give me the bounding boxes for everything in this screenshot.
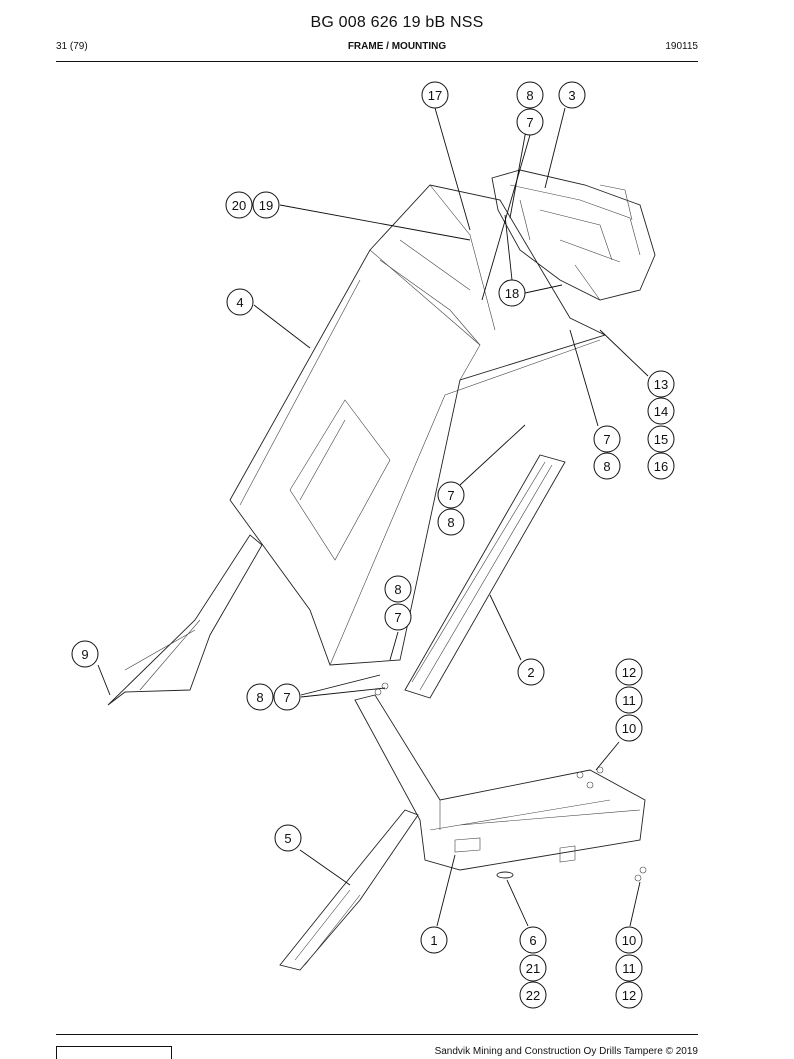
callout-6: 6 (519, 926, 547, 954)
callout-8: 8 (384, 575, 412, 603)
callout-12: 12 (615, 981, 643, 1009)
callout-label: 8 (526, 88, 533, 103)
callout-7: 7 (384, 603, 412, 631)
callout-14: 14 (647, 397, 675, 425)
page-number: 31 (79) (56, 41, 88, 52)
callout-label: 19 (259, 198, 273, 213)
callout-7: 7 (516, 108, 544, 136)
callout-label: 12 (622, 665, 636, 680)
callout-label: 11 (622, 693, 636, 708)
callout-label: 18 (505, 286, 519, 301)
callout-label: 17 (428, 88, 442, 103)
part-2-rail (404, 454, 566, 699)
callout-label: 7 (526, 115, 533, 130)
section-title: FRAME / MOUNTING (347, 41, 447, 52)
callout-7: 7 (273, 683, 301, 711)
callout-8: 8 (593, 452, 621, 480)
callout-19: 19 (252, 191, 280, 219)
callout-10: 10 (615, 714, 643, 742)
callout-11: 11 (615, 954, 643, 982)
callout-label: 7 (283, 690, 290, 705)
callout-10: 10 (615, 926, 643, 954)
callout-11: 11 (615, 686, 643, 714)
callout-label: 7 (447, 488, 454, 503)
callout-label: 12 (622, 988, 636, 1003)
callout-5: 5 (274, 824, 302, 852)
callout-8: 8 (246, 683, 274, 711)
callout-16: 16 (647, 452, 675, 480)
callout-label: 22 (526, 988, 540, 1003)
callout-8: 8 (437, 508, 465, 536)
callout-8: 8 (516, 81, 544, 109)
part-9-arm (107, 534, 263, 706)
callout-label: 6 (529, 933, 536, 948)
callout-15: 15 (647, 425, 675, 453)
callout-label: 9 (81, 647, 88, 662)
callout-3: 3 (558, 81, 586, 109)
copyright-text: Sandvik Mining and Construction Oy Drill… (434, 1046, 698, 1057)
callout-label: 16 (654, 459, 668, 474)
callout-20: 20 (225, 191, 253, 219)
callout-12: 12 (615, 658, 643, 686)
part-fasteners (374, 682, 647, 882)
callout-13: 13 (647, 370, 675, 398)
part-3-bracket (491, 169, 656, 301)
callout-2: 2 (517, 658, 545, 686)
callout-label: 5 (284, 831, 291, 846)
callout-7: 7 (593, 425, 621, 453)
part-4-housing (229, 184, 607, 666)
header-divider (56, 61, 698, 62)
callout-21: 21 (519, 954, 547, 982)
callout-label: 10 (622, 721, 636, 736)
callout-label: 7 (394, 610, 401, 625)
callout-label: 8 (256, 690, 263, 705)
callout-7: 7 (437, 481, 465, 509)
document-id: BG 008 626 19 bB NSS (310, 14, 484, 31)
callout-label: 3 (568, 88, 575, 103)
callout-9: 9 (71, 640, 99, 668)
callout-label: 15 (654, 432, 668, 447)
callout-17: 17 (421, 81, 449, 109)
callout-1: 1 (420, 926, 448, 954)
callout-label: 4 (236, 295, 243, 310)
part-5-arm (279, 809, 419, 971)
part-1-base (354, 694, 646, 871)
revision-date: 190115 (665, 41, 698, 52)
callout-label: 2 (527, 665, 534, 680)
callout-4: 4 (226, 288, 254, 316)
callout-label: 20 (232, 198, 246, 213)
callout-label: 10 (622, 933, 636, 948)
callout-label: 14 (654, 404, 668, 419)
callout-label: 11 (622, 961, 636, 976)
leader-lines (97, 107, 649, 927)
callout-label: 8 (447, 515, 454, 530)
callout-label: 7 (603, 432, 610, 447)
callout-label: 21 (526, 961, 540, 976)
callout-label: 8 (394, 582, 401, 597)
callout-label: 1 (430, 933, 437, 948)
callout-22: 22 (519, 981, 547, 1009)
callout-label: 13 (654, 377, 668, 392)
callout-18: 18 (498, 279, 526, 307)
footer-divider (56, 1034, 698, 1035)
callout-label: 8 (603, 459, 610, 474)
